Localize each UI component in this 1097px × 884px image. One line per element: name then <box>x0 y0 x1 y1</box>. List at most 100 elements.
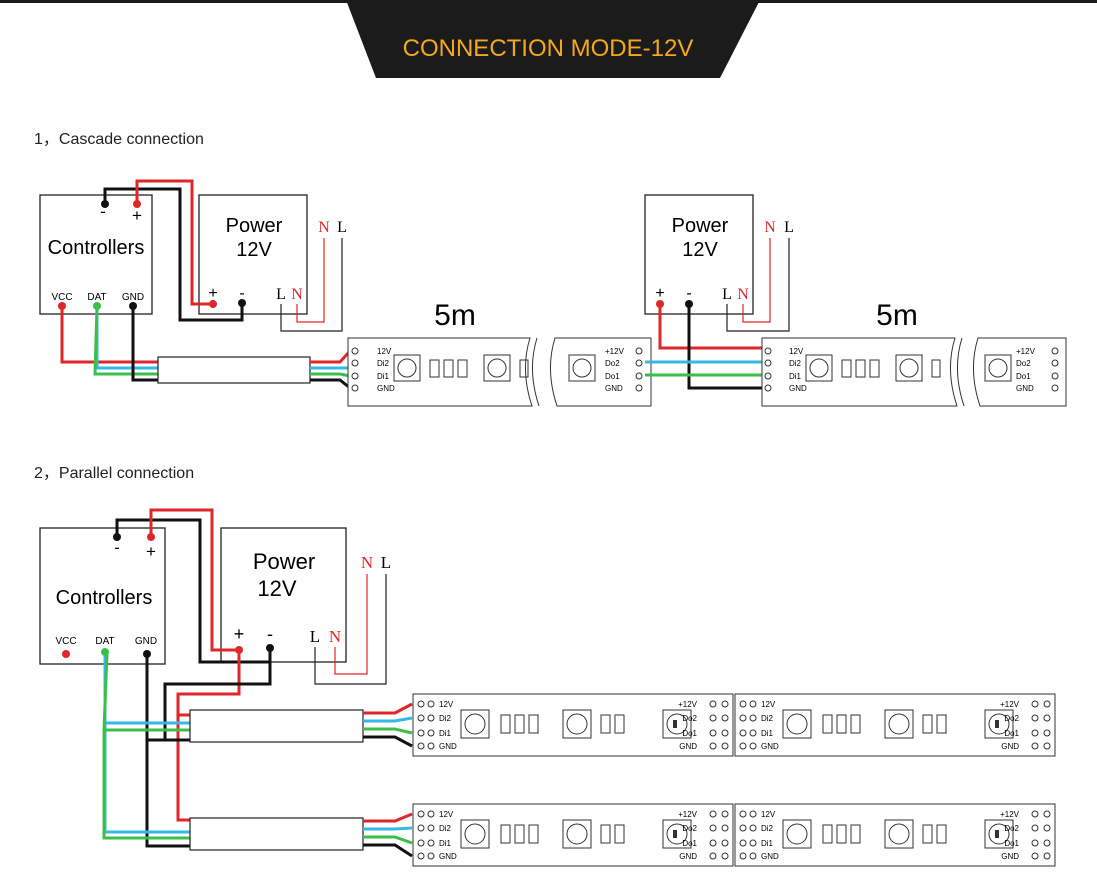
pin-hole <box>417 852 425 860</box>
pin-label: Do2 <box>1016 359 1031 368</box>
pin-label: GND <box>377 384 395 393</box>
wire-dat-green <box>93 305 158 376</box>
pin-hole <box>739 852 747 860</box>
terminal-dot <box>62 650 70 658</box>
resistor <box>600 714 611 734</box>
pin-hole <box>1031 714 1039 722</box>
connector-sleeve <box>189 817 364 851</box>
terminal-dot <box>266 644 274 652</box>
terminal-dot <box>129 302 137 310</box>
power-supply-a: Power 12V + - N L L N <box>198 194 347 315</box>
power-top-n-label: N <box>764 219 776 236</box>
pin-hole <box>1043 824 1051 832</box>
pin-hole <box>739 824 747 832</box>
controller-dat-label: DAT <box>87 292 106 303</box>
power-top-l-label: L <box>381 553 391 572</box>
resistor <box>614 714 625 734</box>
pin-hole <box>1043 810 1051 818</box>
pin-hole <box>709 729 717 737</box>
pin-hole <box>1043 852 1051 860</box>
pin-hole <box>1031 852 1039 860</box>
strip-body <box>734 693 1056 757</box>
ac-neutral-line-a <box>296 238 325 323</box>
pin-label: GND <box>1016 384 1034 393</box>
pin-label: Di2 <box>789 359 802 368</box>
pin-hole <box>1043 729 1051 737</box>
pin-hole <box>709 714 717 722</box>
wire-to-strip <box>310 349 352 364</box>
resistor <box>528 714 539 734</box>
wire-vcc <box>60 306 158 364</box>
pin-label: GND <box>439 852 457 861</box>
power-minus-label: - <box>239 285 244 302</box>
pin-label: Do2 <box>605 359 620 368</box>
pin-hole <box>721 839 729 847</box>
controller-box: - + Controllers VCC DAT GND <box>39 527 166 665</box>
pin-hole <box>1043 714 1051 722</box>
pin-label: Di2 <box>761 714 774 723</box>
pin-hole <box>739 729 747 737</box>
terminal-dot <box>58 302 66 310</box>
wire-to-strip <box>363 812 413 823</box>
wire-to-strip <box>310 372 351 378</box>
power-out-l-label: L <box>276 286 286 303</box>
pin-label: 12V <box>439 810 454 819</box>
pin-hole <box>1043 839 1051 847</box>
led-lens <box>888 713 910 735</box>
pin-hole <box>721 824 729 832</box>
controller-plus-label: + <box>146 542 156 561</box>
led-chip <box>460 709 490 739</box>
pin-hole <box>417 824 425 832</box>
controller-dat-label: DAT <box>95 636 114 647</box>
pin-hole <box>1031 700 1039 708</box>
resistor <box>514 714 525 734</box>
power-out-l-label: L <box>310 627 320 646</box>
wire-data-green <box>102 730 190 840</box>
wire-to-strip <box>310 378 351 390</box>
wire-data-green <box>102 653 190 732</box>
connector-sleeve <box>157 356 311 384</box>
led-chip <box>984 709 1014 739</box>
led-chip <box>782 819 812 849</box>
pin-label: Di1 <box>761 839 774 848</box>
power-top-l-label: L <box>337 219 347 236</box>
pin-label: 12V <box>439 700 454 709</box>
pin-label: Di1 <box>761 729 774 738</box>
pin-hole <box>709 700 717 708</box>
pin-hole <box>739 839 747 847</box>
resistor <box>936 824 947 844</box>
pin-label: Do2 <box>1004 714 1019 723</box>
controller-box: - + Controllers VCC DAT GND <box>39 194 153 315</box>
pin-hole <box>427 742 435 750</box>
pin-label: +12V <box>1016 347 1036 356</box>
pin-hole <box>709 810 717 818</box>
pin-label: Do2 <box>682 824 697 833</box>
pin-hole <box>721 810 729 818</box>
pin-label: Do1 <box>605 372 620 381</box>
led-strip-segment: 12V Di2 Di1 GND <box>761 337 965 407</box>
pin-hole <box>739 700 747 708</box>
pin-hole <box>749 852 757 860</box>
pin-label: GND <box>439 742 457 751</box>
pin-label: Di1 <box>439 839 452 848</box>
led-strip-segment: +12V Do2 Do1 GND <box>549 337 652 407</box>
controller-gnd-label: GND <box>135 636 157 647</box>
led-chip <box>984 819 1014 849</box>
strip-body <box>412 803 734 867</box>
led-lens <box>566 823 588 845</box>
wire-to-strip <box>363 702 413 715</box>
wire-dat-blue <box>95 306 158 370</box>
page-title: CONNECTION MODE-12V <box>403 35 694 62</box>
power-top-n-label: N <box>361 553 373 572</box>
pin-hole <box>721 852 729 860</box>
pin-label: Do2 <box>1004 824 1019 833</box>
header-band: CONNECTION MODE-12V <box>0 0 1097 78</box>
terminal-dot <box>685 300 693 308</box>
pin-hole <box>427 729 435 737</box>
pin-label: GND <box>1001 852 1019 861</box>
controller-minus-label: - <box>100 202 106 221</box>
pin-hole <box>417 742 425 750</box>
strip-length-label: 5m <box>434 299 476 332</box>
wire-gnd-parallel <box>145 654 190 848</box>
